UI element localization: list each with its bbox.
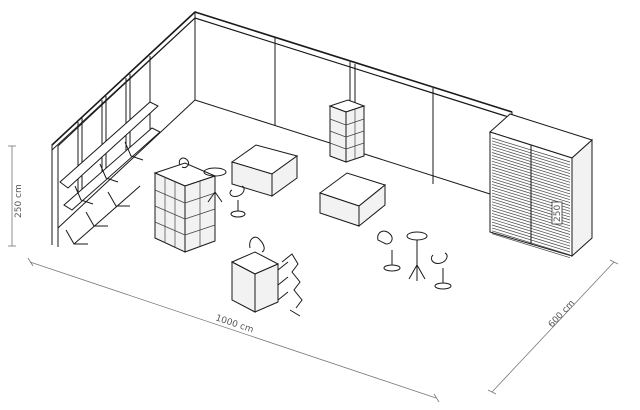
display-rack [277,253,303,317]
cube-shelf-left [153,162,217,253]
depth-label: 600 cm [547,299,577,331]
cube-shelf-back [328,99,366,163]
wall-shelving [59,56,161,245]
cabinet-height-label: 250 [553,205,563,222]
depth-dimension: 600 cm [487,259,619,395]
counter-front [230,251,280,313]
height-label: 250 cm [14,184,24,218]
width-label: 1000 cm [214,313,255,335]
back-wall-long [194,11,513,195]
counter-right [318,172,387,228]
louvre-slat [491,233,571,259]
counter-center [230,144,299,197]
table-set-right [377,230,452,290]
chair-front-counter [249,236,265,253]
table-set-left [178,157,246,218]
louvre-cabinet: 250 [489,113,593,259]
height-dimension: 250 cm [8,145,24,247]
